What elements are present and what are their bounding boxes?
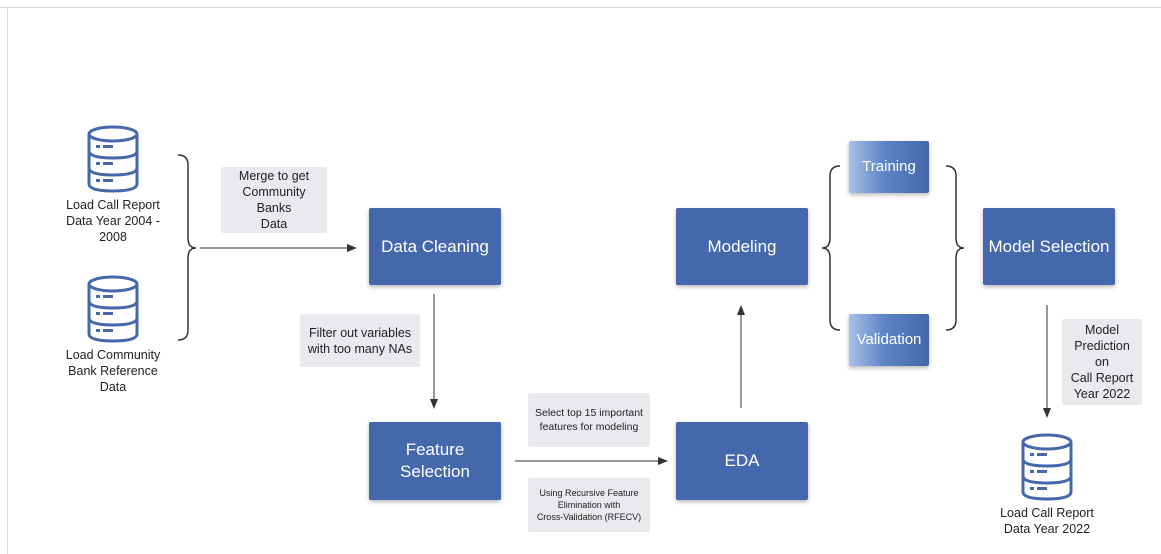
database-icon — [1021, 433, 1073, 501]
note-prediction: Model Prediction on Call Report Year 202… — [1062, 319, 1142, 405]
modeling-brace — [821, 165, 841, 331]
note-rfecv: Using Recursive Feature Elimination with… — [528, 478, 650, 532]
step-eda: EDA — [676, 422, 808, 500]
step-validation: Validation — [849, 314, 929, 366]
output-label-call-report-2022: Load Call Report Data Year 2022 — [1000, 506, 1094, 536]
step-modeling: Modeling — [676, 208, 808, 285]
note-select-top: Select top 15 important features for mod… — [528, 393, 650, 447]
step-feature-selection: Feature Selection — [369, 422, 501, 500]
database-icon — [87, 275, 139, 343]
source-label-call-report: Load Call Report Data Year 2004 - 2008 — [66, 198, 160, 244]
step-data-cleaning: Data Cleaning — [369, 208, 501, 285]
top-border — [0, 7, 1161, 8]
note-filter: Filter out variables with too many NAs — [300, 314, 420, 367]
step-model-selection: Model Selection — [983, 208, 1115, 285]
note-merge: Merge to get Community Banks Data — [221, 167, 327, 233]
step-training: Training — [849, 141, 929, 193]
left-border — [7, 7, 8, 554]
selection-brace — [945, 165, 965, 331]
source-label-community-bank: Load Community Bank Reference Data — [65, 348, 161, 394]
database-icon — [87, 125, 139, 193]
sources-brace — [177, 154, 197, 341]
